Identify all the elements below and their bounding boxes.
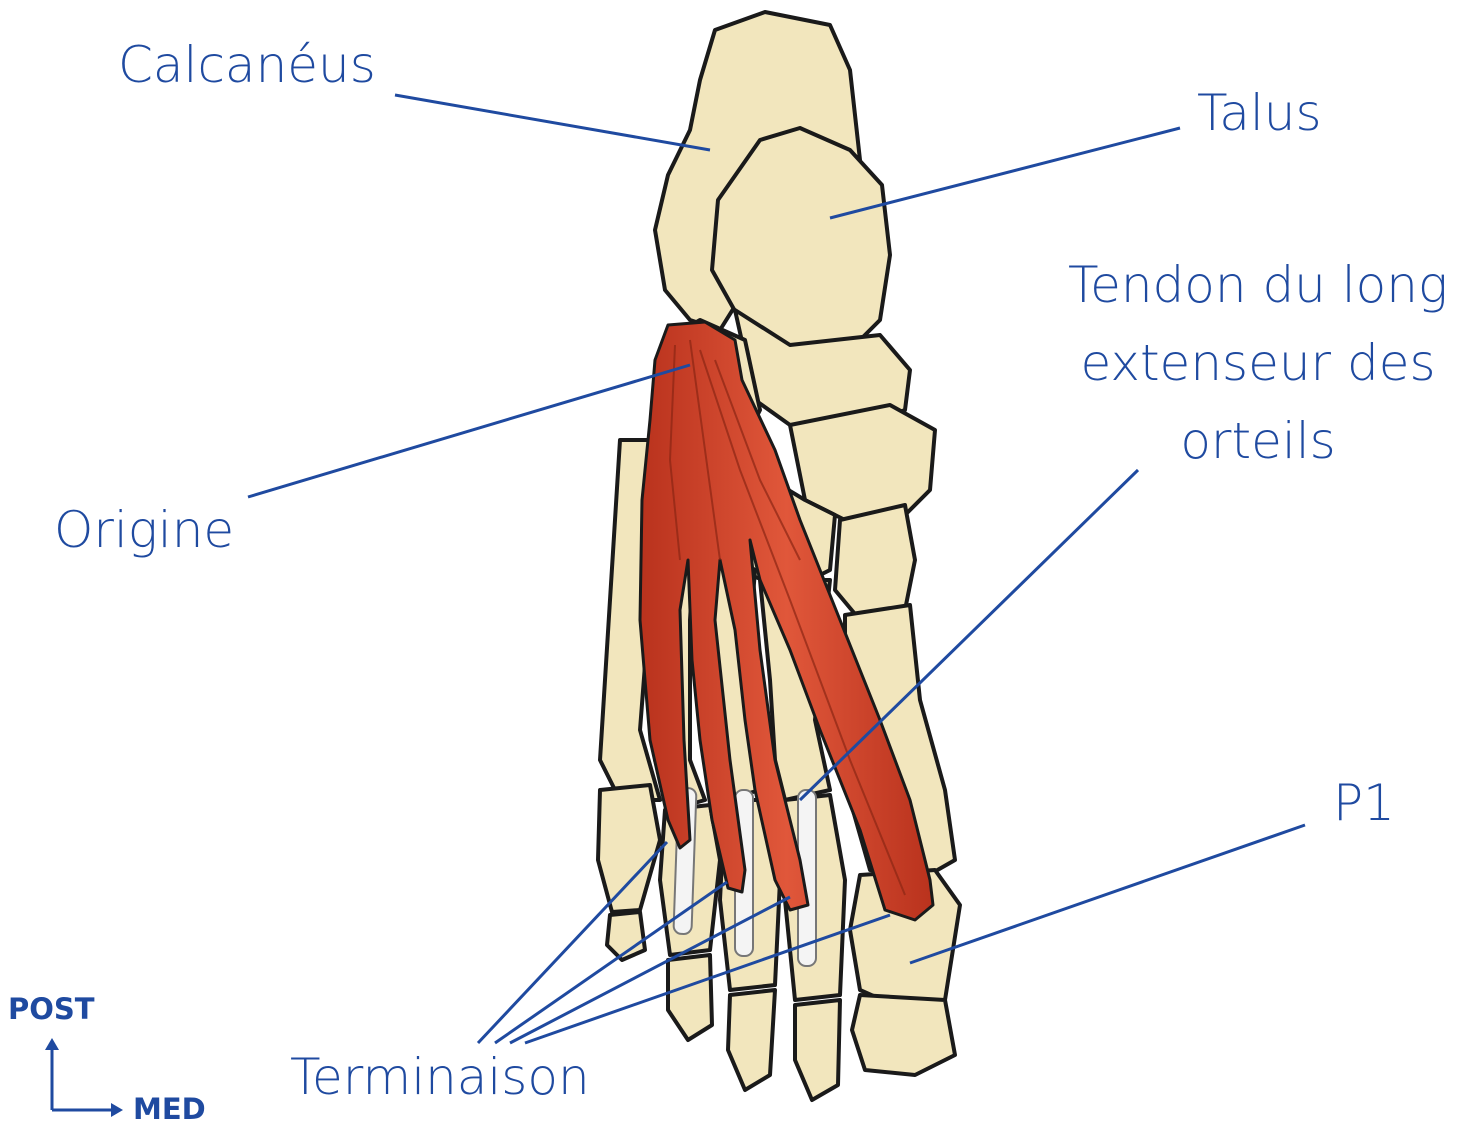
label-calcaneus: Calcanéus	[118, 40, 376, 90]
label-tendon-line1: Tendon du long	[1048, 246, 1468, 324]
label-tendon-line3: orteils	[1048, 402, 1468, 480]
leader-calcaneus	[395, 95, 710, 150]
label-origine: Origine	[54, 505, 234, 555]
toe-3	[728, 990, 775, 1090]
phalanx-5	[598, 785, 660, 912]
leader-p1	[910, 825, 1305, 963]
label-tendon: Tendon du long extenseur des orteils	[1048, 246, 1468, 480]
toe-2	[795, 1000, 840, 1100]
label-post: POST	[8, 992, 95, 1026]
cuneiform-3	[835, 505, 915, 620]
label-tendon-line2: extenseur des	[1048, 324, 1468, 402]
label-talus: Talus	[1197, 88, 1322, 138]
leader-talus	[830, 128, 1180, 218]
toe-4	[668, 955, 712, 1040]
toe-1	[852, 995, 955, 1075]
arrow-right-icon	[111, 1103, 123, 1117]
orientation-axes	[45, 1038, 123, 1117]
label-med: MED	[133, 1092, 206, 1126]
label-terminaison: Terminaison	[290, 1052, 590, 1102]
arrow-up-icon	[45, 1038, 59, 1050]
label-p1: P1	[1333, 778, 1395, 828]
